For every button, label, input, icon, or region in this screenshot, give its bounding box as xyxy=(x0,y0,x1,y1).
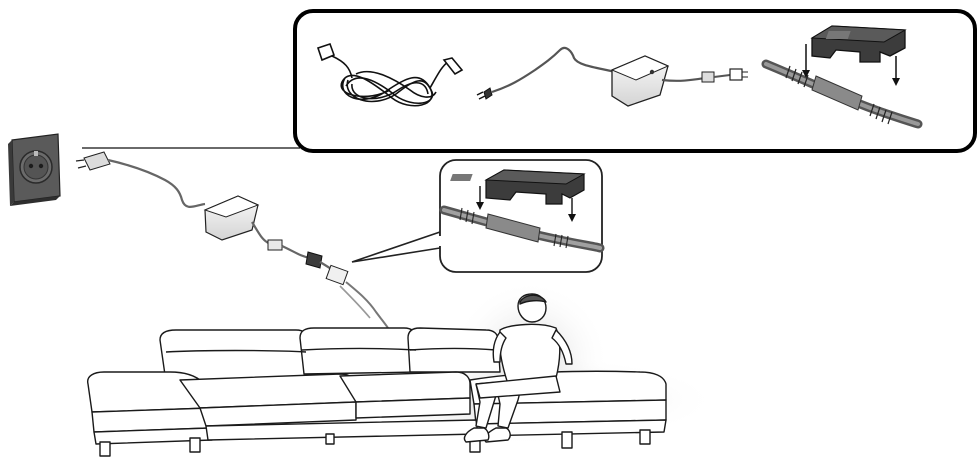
power-cable xyxy=(76,152,205,207)
wall-outlet-icon xyxy=(8,134,60,206)
power-adapter-icon xyxy=(205,196,388,328)
detail-callout xyxy=(352,160,602,272)
steps-panel xyxy=(295,11,975,151)
